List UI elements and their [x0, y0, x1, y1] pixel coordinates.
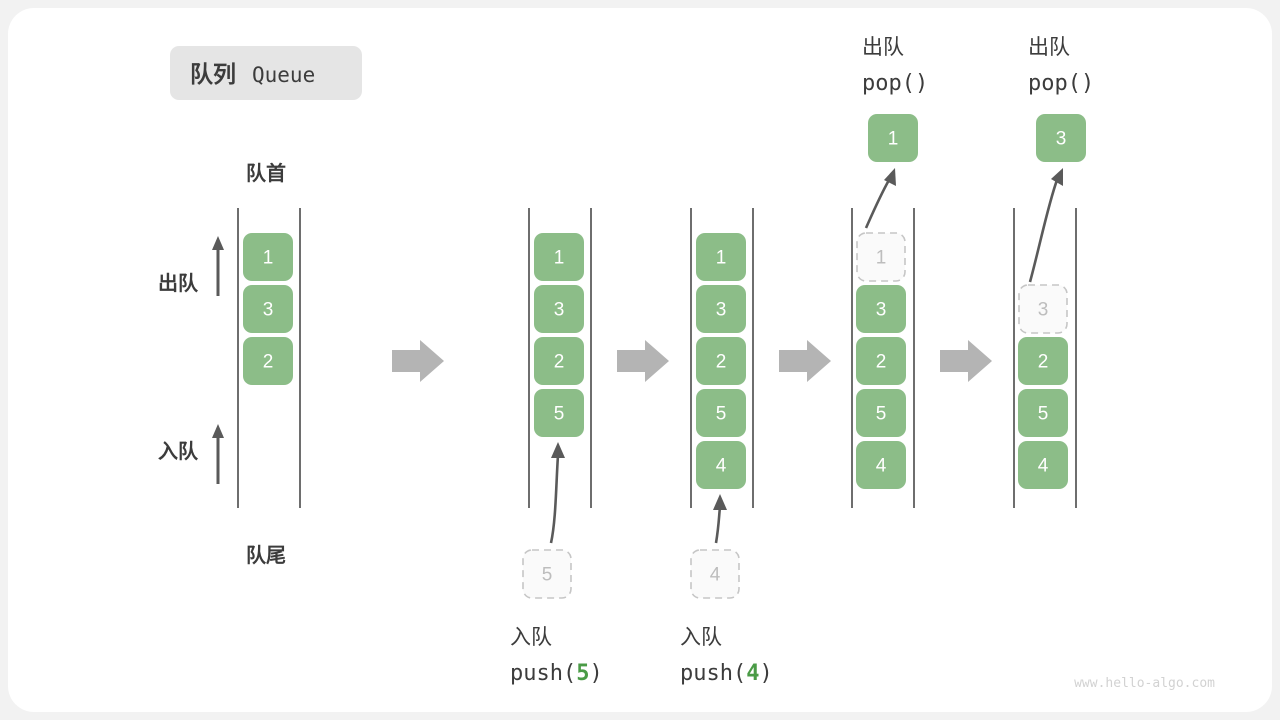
push-arrow-shaft — [714, 506, 722, 544]
element-value: 5 — [716, 404, 727, 425]
element-value: 3 — [263, 300, 274, 321]
element-value: 4 — [1038, 456, 1049, 477]
popped-element: 1 — [868, 114, 918, 162]
element-value: 4 — [876, 456, 887, 477]
queue-element: 2 — [856, 337, 906, 385]
stage-push-4: 1 3 2 5 4 4 入队 — [680, 208, 773, 686]
caption-action: 入队 — [680, 626, 722, 649]
element-value: 3 — [876, 300, 887, 321]
caption-close: ) — [759, 661, 772, 686]
queue-element: 5 — [696, 389, 746, 437]
transition-arrow — [392, 340, 444, 382]
transition-arrow — [940, 340, 992, 382]
element-value: 1 — [716, 248, 727, 269]
popped-element: 3 — [1036, 114, 1086, 162]
caption-fn: pop( — [862, 71, 915, 96]
stage-push-5: 1 3 2 5 5 入队 — [510, 208, 603, 686]
label-rear: 队尾 — [246, 543, 286, 567]
dequeue-arrow-head — [212, 236, 224, 250]
ghost-element: 3 — [1018, 284, 1068, 334]
caption-fn: push( — [680, 661, 746, 686]
push-arrow-head — [551, 442, 565, 458]
transition-arrow — [779, 340, 831, 382]
caption-close: ) — [915, 71, 928, 96]
element-value: 3 — [554, 300, 565, 321]
queue-element: 2 — [1018, 337, 1068, 385]
element-value: 5 — [1038, 404, 1049, 425]
element-value: 1 — [263, 248, 274, 269]
label-enqueue: 入队 — [158, 439, 199, 463]
element-value: 2 — [876, 352, 887, 373]
popped-value: 3 — [1056, 129, 1067, 150]
caption-fn: push( — [510, 661, 576, 686]
caption-action: 出队 — [1028, 36, 1070, 59]
element-value: 3 — [716, 300, 727, 321]
label-front: 队首 — [246, 161, 286, 185]
queue-element: 3 — [534, 285, 584, 333]
ghost-element: 5 — [522, 549, 572, 599]
label-dequeue: 出队 — [158, 271, 199, 295]
element-value: 2 — [716, 352, 727, 373]
caption-fn: pop( — [1028, 71, 1081, 96]
caption-close: ) — [589, 661, 602, 686]
caption-code: pop() — [862, 71, 928, 96]
enqueue-arrow-head — [212, 424, 224, 438]
element-value: 1 — [554, 248, 565, 269]
queue-element: 3 — [856, 285, 906, 333]
caption-close: ) — [1081, 71, 1094, 96]
ghost-value: 5 — [542, 565, 553, 586]
caption-action: 出队 — [862, 36, 904, 59]
caption-action: 入队 — [510, 626, 552, 649]
popped-value: 1 — [888, 129, 899, 150]
pop-arrow-shaft — [864, 179, 891, 229]
queue-element-new: 4 — [696, 441, 746, 489]
queue-element: 2 — [696, 337, 746, 385]
queue-element: 2 — [243, 337, 293, 385]
queue-element: 3 — [243, 285, 293, 333]
watermark: www.hello-algo.com — [1074, 676, 1215, 691]
dequeue-indicator: 出队 — [158, 236, 224, 296]
title-en: Queue — [252, 63, 315, 87]
element-value: 5 — [554, 404, 565, 425]
caption-code: push(5) — [510, 661, 603, 686]
ghost-value: 3 — [1038, 300, 1049, 321]
queue-element: 1 — [696, 233, 746, 281]
caption-arg: 5 — [576, 661, 589, 686]
caption-arg: 4 — [746, 661, 759, 686]
queue-element: 5 — [1018, 389, 1068, 437]
title-cn: 队列 — [190, 61, 236, 87]
pop-arrow-head — [1051, 168, 1063, 186]
title-badge-background — [170, 46, 362, 100]
stage-pop-1: 1 3 2 5 4 1 — [851, 36, 928, 508]
queue-element: 4 — [856, 441, 906, 489]
element-value: 5 — [876, 404, 887, 425]
title-badge: 队列 Queue — [170, 46, 362, 100]
element-value: 2 — [554, 352, 565, 373]
element-value: 2 — [1038, 352, 1049, 373]
queue-element: 1 — [534, 233, 584, 281]
ghost-element: 4 — [690, 549, 740, 599]
queue-element: 5 — [856, 389, 906, 437]
pop-arrow-shaft — [1028, 179, 1059, 283]
enqueue-indicator: 入队 — [158, 424, 224, 484]
ghost-value: 4 — [710, 565, 721, 586]
pop-arrow-head — [884, 168, 896, 186]
stage-pop-3: 3 2 5 4 3 出队 pop( — [1013, 36, 1094, 508]
push-arrow-shaft — [549, 454, 560, 544]
queue-element: 2 — [534, 337, 584, 385]
element-value: 4 — [716, 456, 727, 477]
transition-arrow — [617, 340, 669, 382]
push-arrow-head — [713, 494, 727, 510]
stage-initial: 1 3 2 — [237, 208, 301, 508]
element-value: 2 — [263, 352, 274, 373]
caption-code: push(4) — [680, 661, 773, 686]
ghost-element: 1 — [856, 232, 906, 282]
queue-element: 3 — [696, 285, 746, 333]
queue-element: 1 — [243, 233, 293, 281]
queue-element: 4 — [1018, 441, 1068, 489]
queue-element-new: 5 — [534, 389, 584, 437]
ghost-value: 1 — [876, 248, 887, 269]
caption-code: pop() — [1028, 71, 1094, 96]
